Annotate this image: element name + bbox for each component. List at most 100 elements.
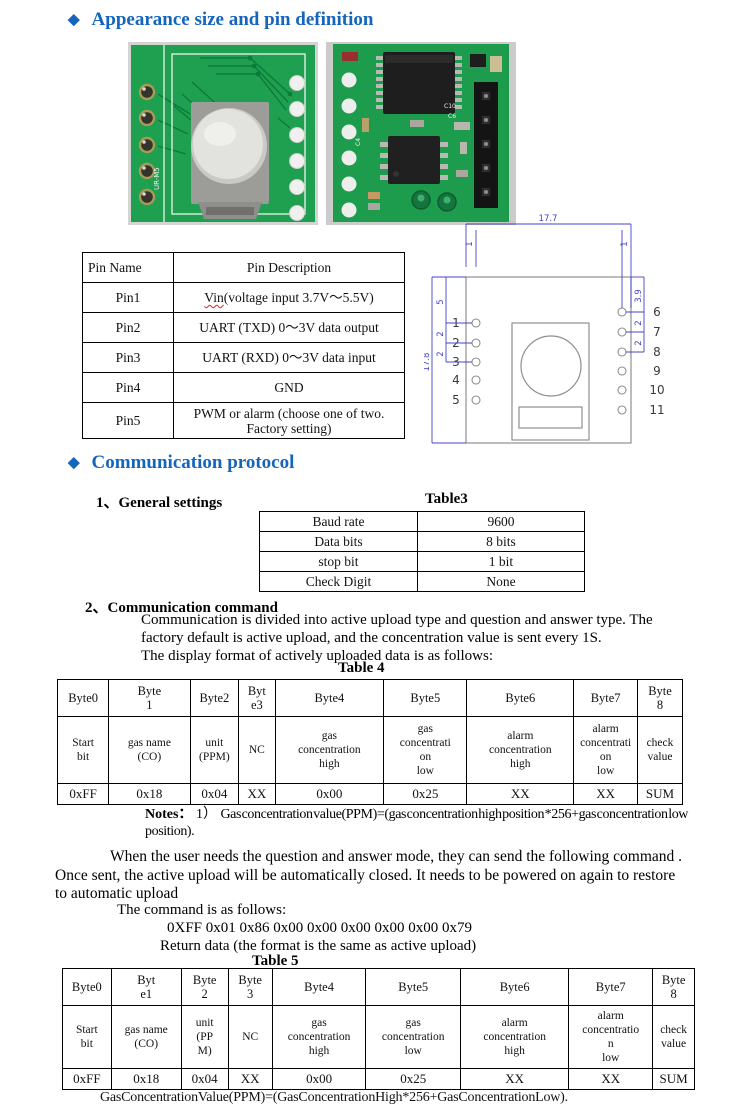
table-cell: Vin(voltage input 3.7V～5.5V)	[173, 282, 405, 313]
table-cell: XX	[573, 783, 638, 805]
pin-name-header: Pin Name	[82, 252, 174, 283]
command-intro: The command is as follows:	[117, 902, 287, 918]
table-row: Pin1 Vin(voltage input 3.7V～5.5V)	[82, 282, 405, 313]
dimension-drawing: 1 2 3 4 5 6 7 8 9 10 11	[424, 214, 665, 444]
table-cell: 0xFF	[56, 783, 110, 805]
table-cell: Byte6	[460, 968, 570, 1006]
svg-text:9: 9	[653, 364, 661, 378]
table-cell: stop bit	[259, 551, 418, 572]
table-cell: Baud rate	[259, 511, 418, 532]
table-cell: Byt e3	[238, 679, 276, 717]
table-cell: Byt e1	[110, 968, 182, 1006]
table-cell: gas concentration high	[271, 1005, 367, 1069]
table-cell: NC	[238, 716, 276, 784]
table-cell: Data bits	[259, 531, 418, 552]
right-pads	[289, 75, 305, 221]
main-ic	[376, 52, 462, 114]
svg-text:7: 7	[653, 325, 661, 339]
left-pads-back	[341, 72, 357, 218]
svg-text:11: 11	[649, 403, 664, 417]
table-cell: Byte 2	[180, 968, 229, 1006]
pin-definition-table: Pin Name Pin Description Pin1 Vin(voltag…	[82, 252, 405, 439]
table-cell: XX	[466, 783, 575, 805]
solder-vias	[411, 190, 457, 212]
return-data-note: Return data (the format is the same as a…	[160, 938, 477, 954]
table-row: Pin4 GND	[82, 372, 405, 403]
notes-text: Gas concentration value(PPM)=(gas concen…	[145, 807, 689, 839]
table-cell: Byte4	[271, 968, 367, 1006]
communication-command-heading: 2、Communication command	[85, 600, 278, 616]
table-cell: check value	[637, 716, 683, 784]
svg-text:4: 4	[452, 373, 460, 387]
table-cell: XX	[460, 1068, 570, 1090]
table-cell: unit (PP M)	[180, 1005, 229, 1069]
table-cell: Byte2	[189, 679, 240, 717]
table-row: Pin3 UART (RXD) 0～3V data input	[82, 342, 405, 373]
passive-components	[342, 52, 502, 210]
table-cell: Byte 1	[108, 679, 191, 717]
table-cell: 0x18	[110, 1068, 182, 1090]
svg-text:1: 1	[465, 241, 475, 246]
svg-text:17.7: 17.7	[539, 214, 558, 224]
dimension-lines	[431, 223, 645, 444]
table-cell: UART (TXD) 0～3V data output	[173, 312, 405, 343]
table-cell: Pin3	[82, 342, 174, 373]
pad-holes	[471, 307, 627, 415]
table-cell: Byte5	[383, 679, 468, 717]
qa-paragraph: When the user needs the question and ans…	[55, 848, 683, 902]
section-protocol-title: Communication protocol	[91, 452, 295, 473]
table-cell: 9600	[417, 511, 585, 532]
table-cell: 0x00	[271, 1068, 367, 1090]
table-cell: Start bit	[56, 716, 110, 784]
pin-description-header: Pin Description	[173, 252, 405, 283]
table-cell: Byte0	[62, 968, 112, 1006]
table-cell: None	[417, 571, 585, 592]
diamond-bullet-icon: ◆	[68, 455, 80, 471]
table-cell: XX	[568, 1068, 654, 1090]
table-cell: UART (RXD) 0～3V data input	[173, 342, 405, 373]
table-cell: Byte4	[274, 679, 385, 717]
table-cell: 1 bit	[417, 551, 585, 572]
table-cell: 0x25	[365, 1068, 462, 1090]
notes-label: Notes：	[145, 807, 193, 822]
table3-label: Table3	[425, 491, 468, 507]
section-appearance-title: Appearance size and pin definition	[91, 9, 374, 30]
table-row: Pin Name Pin Description	[82, 252, 405, 283]
table-cell: 0x04	[180, 1068, 229, 1090]
table-cell: XX	[238, 783, 276, 805]
table-cell: 0x00	[274, 783, 385, 805]
table-cell: 8 bits	[417, 531, 585, 552]
left-through-holes	[138, 83, 156, 206]
table-cell: gas concentration low	[365, 1005, 462, 1069]
table5-label: Table 5	[252, 953, 299, 969]
table-cell: gas name (CO)	[108, 716, 191, 784]
general-settings-heading: 1、General settings	[96, 495, 223, 511]
svg-text:3.9: 3.9	[634, 289, 644, 303]
table-cell: gas name (CO)	[110, 1005, 182, 1069]
table-cell: alarm concentration high	[466, 716, 575, 784]
svg-text:6: 6	[653, 305, 661, 319]
section-appearance-heading: ◆Appearance size and pin definition	[68, 9, 373, 31]
svg-text:2: 2	[436, 331, 446, 336]
table-cell: Byte 3	[227, 968, 273, 1006]
svg-text:5: 5	[436, 299, 446, 304]
svg-text:C6: C6	[448, 113, 456, 120]
table-cell: 0x04	[189, 783, 240, 805]
table-cell: Check Digit	[259, 571, 418, 592]
svg-text:2: 2	[436, 351, 446, 356]
secondary-ic	[380, 136, 448, 184]
table-cell: Byte 8	[652, 968, 695, 1006]
